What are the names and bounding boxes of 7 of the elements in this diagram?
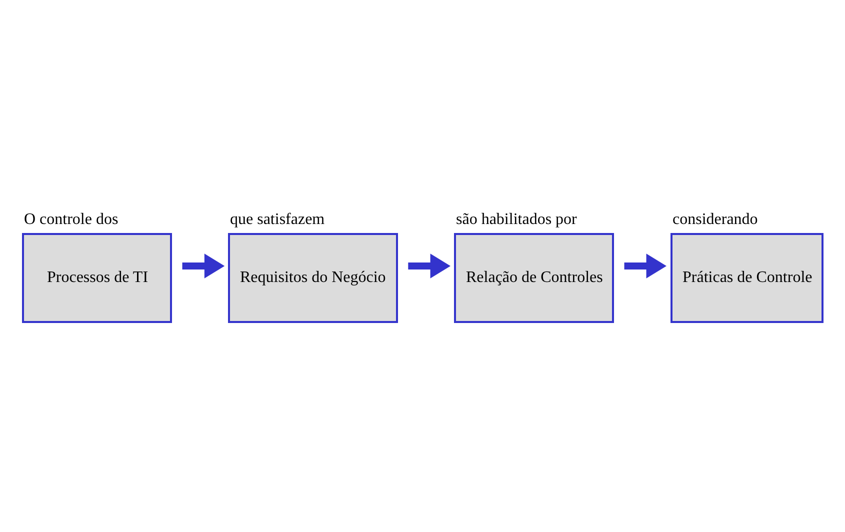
node-label: que satisfazem [230, 210, 325, 228]
arrow [408, 254, 450, 278]
arrow [624, 254, 666, 278]
node-label: O controle dos [24, 210, 118, 228]
node-label: são habilitados por [456, 210, 577, 228]
arrow [182, 254, 225, 278]
node-label: considerando [672, 210, 758, 228]
